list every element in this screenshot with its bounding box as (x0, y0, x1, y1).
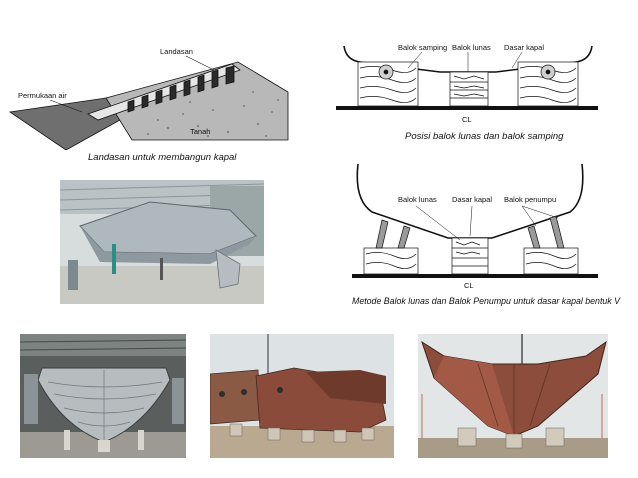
side-block-left (357, 61, 419, 107)
photo-aluminium-hull-shed (60, 180, 264, 304)
label-water-surface: Permukaan air (18, 91, 67, 100)
figure-keel-side-blocks: Balok samping Balok lunas Dasar kapal CL (336, 38, 602, 124)
photo-aluminium-hull-shed-image (60, 180, 264, 304)
ground-line-v (352, 274, 598, 278)
side-block-right (517, 61, 579, 107)
photo-steel-hull-sections-image (210, 334, 394, 458)
photo-aluminium-hull-blocks-image (20, 334, 186, 458)
label-landasan: Landasan (160, 47, 193, 56)
label-side-block: Balok samping (398, 43, 447, 52)
photo-steel-hull-sections (210, 334, 394, 458)
label-support-block: Balok penumpu (504, 195, 556, 204)
keel-side-blocks-drawing: Balok samping Balok lunas Dasar kapal CL (336, 43, 598, 124)
label-bottom: Dasar kapal (504, 43, 544, 52)
caption-v-hull-blocks: Metode Balok lunas dan Balok Penumpu unt… (352, 296, 620, 306)
gravel-texture (147, 91, 279, 137)
keel-block-center (451, 237, 489, 275)
ground-line (336, 106, 598, 110)
centerline-mark: CL (462, 115, 472, 124)
support-block-right (523, 215, 579, 275)
caption-keel-side-blocks: Posisi balok lunas dan balok samping (405, 131, 564, 142)
support-block-left (363, 219, 419, 275)
figure-slipway: Landasan Permukaan air Tanah (8, 40, 298, 150)
slipway-drawing: Landasan Permukaan air Tanah (8, 47, 289, 150)
photo-steel-v-hull (418, 334, 608, 458)
ground-slope (105, 61, 289, 141)
photo-aluminium-hull-blocks (20, 334, 186, 458)
caption-slipway: Landasan untuk membangun kapal (88, 152, 237, 163)
photo-steel-v-hull-image (418, 334, 608, 458)
label-ground: Tanah (190, 127, 210, 136)
figure-v-hull-blocks: Balok lunas Dasar kapal Balok penumpu CL (336, 160, 602, 290)
label-bottom-v: Dasar kapal (452, 195, 492, 204)
v-hull-blocks-drawing: Balok lunas Dasar kapal Balok penumpu CL (352, 163, 598, 290)
keel-block (449, 71, 489, 107)
slipway-sleepers (127, 65, 235, 113)
centerline-mark-v: CL (464, 281, 474, 290)
label-keel-block-v: Balok lunas (398, 195, 437, 204)
label-keel-block: Balok lunas (452, 43, 491, 52)
